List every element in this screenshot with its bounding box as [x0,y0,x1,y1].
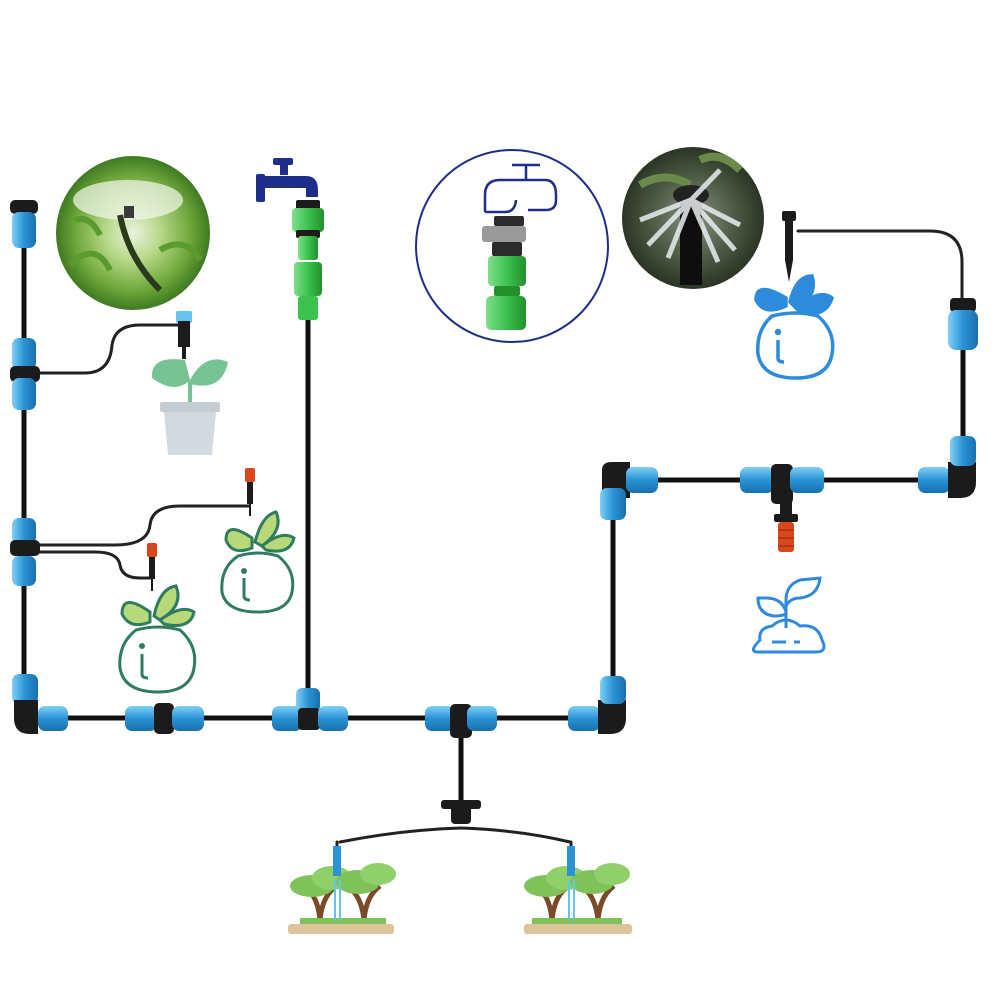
tee-connector-center [425,704,497,738]
bag-plant-icon [118,584,197,694]
straight-coupler-bottom [125,703,204,734]
elbow-connector-upper-left [600,462,658,520]
tree-bed-icon [524,846,632,934]
tap-adapter-inset-icon [415,149,609,343]
elbow-connector-bottom-right [568,676,626,734]
end-coupler-right [948,298,978,350]
red-dripper-lower [147,543,157,591]
red-nozzle-right [774,502,798,552]
stake-dripper-right [782,211,796,282]
end-cap-top-left [10,200,38,248]
tee-connector-right [740,464,824,504]
mist-sprinkler-photo [56,156,210,310]
dripper-upper-left [176,311,192,359]
elbow-connector-upper-right [918,436,976,498]
potted-plant-icon [151,359,228,455]
tee-connector-left-upper [10,338,40,410]
tree-bed-icon [288,846,396,934]
seedling-icon [752,576,826,654]
tap-adapter [292,200,324,320]
elbow-connector-bottom-left [12,674,68,734]
bag-plant-icon [754,274,835,380]
water-tap-icon [256,158,318,202]
drip-valve-center [441,800,481,824]
stake-sprayer-photo [622,147,764,289]
tee-connector-tap-branch [272,688,348,731]
tee-connector-left-middle [10,518,40,586]
bag-plant-icon [220,510,296,614]
red-dripper-middle [245,468,255,516]
